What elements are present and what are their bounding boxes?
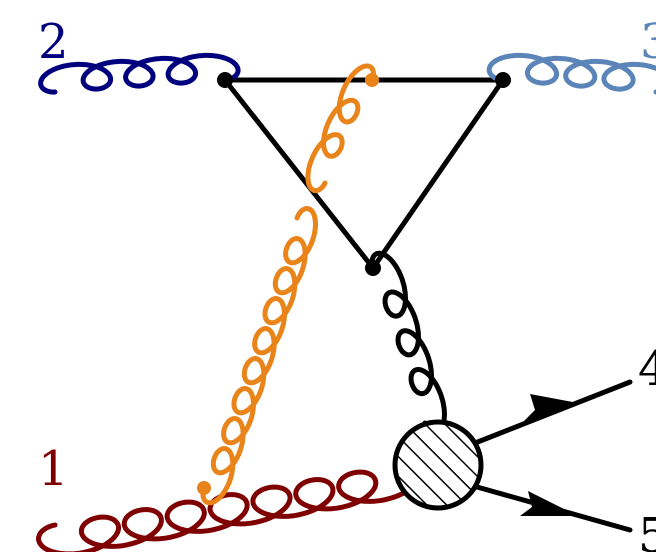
vertex-orange-bottom [197, 481, 211, 495]
label-particle-3: 3 [640, 14, 656, 70]
loop-edge-right [370, 77, 506, 271]
label-particle-2: 2 [38, 14, 69, 70]
line-4 [467, 379, 633, 448]
vertex-orange-top [365, 73, 379, 87]
arrow-4-icon [523, 394, 578, 422]
gluon-3 [486, 52, 656, 95]
gluon-1 [36, 462, 422, 552]
arrow-5-icon [520, 491, 578, 516]
label-particle-5: 5 [638, 508, 656, 552]
gluon-exchange-bottom [200, 206, 318, 506]
vertex-top-right [495, 72, 511, 88]
label-particle-4: 4 [638, 341, 656, 397]
vertex-bottom [365, 260, 381, 276]
gluon-exchange-top [305, 63, 376, 194]
vertices [197, 72, 511, 495]
label-particle-1: 1 [38, 441, 69, 497]
triangle-loop [222, 77, 506, 271]
hatched-blob [392, 419, 484, 511]
gluon-internal [369, 250, 447, 435]
vertex-top-left [217, 72, 233, 88]
loop-edge-left [222, 77, 376, 271]
gluon-2 [38, 52, 241, 95]
